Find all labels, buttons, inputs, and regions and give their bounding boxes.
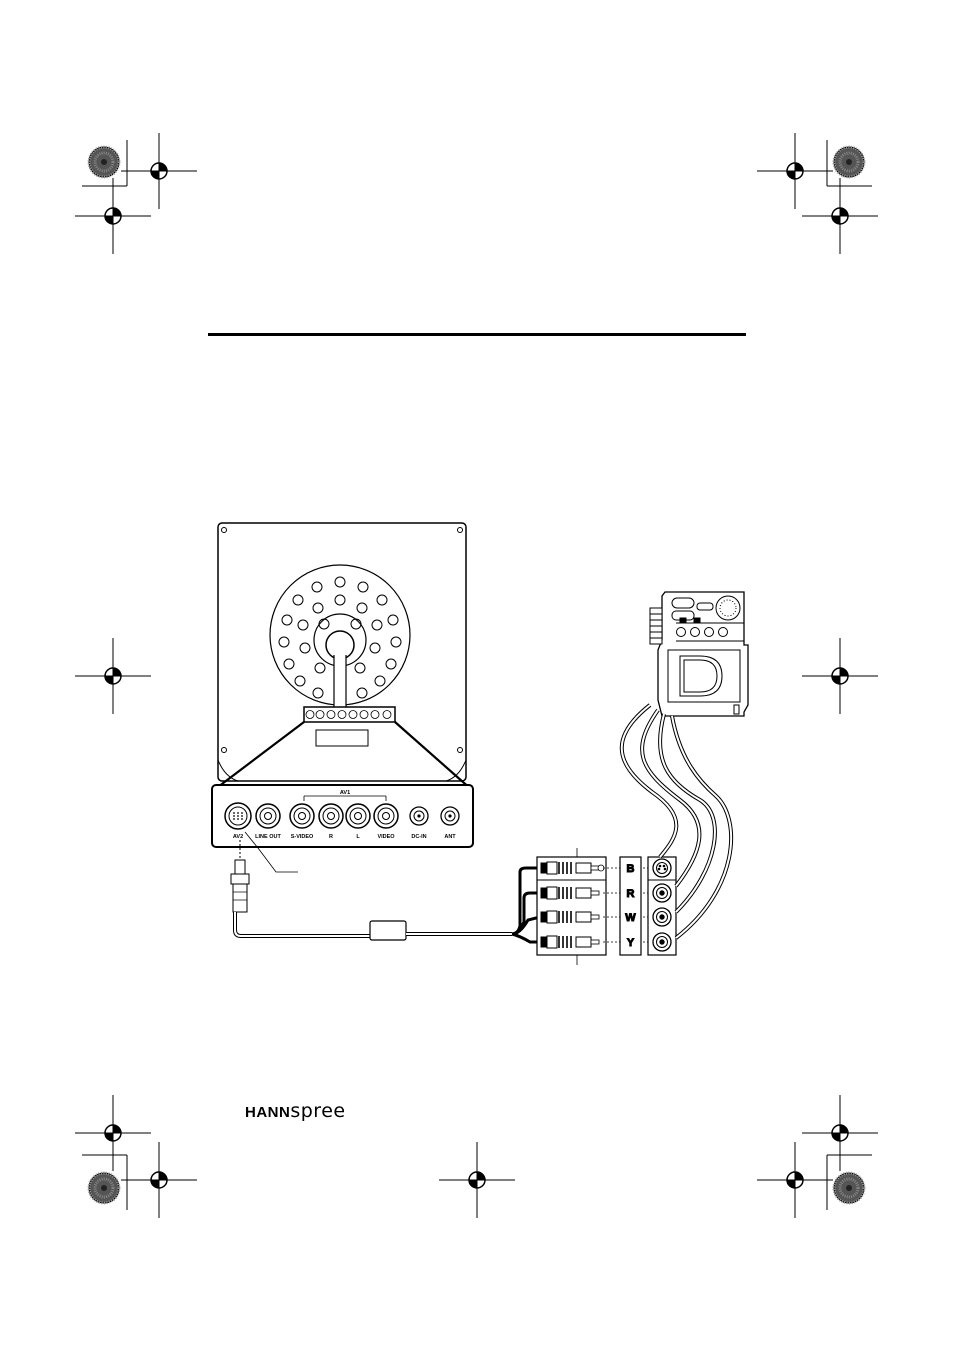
camcorder-jack [652, 883, 672, 903]
registration-mark-icon [74, 177, 152, 255]
camcorder-jack [652, 907, 672, 927]
registration-mark-icon [801, 177, 879, 255]
port-label: DC-IN [411, 834, 426, 840]
av2-plug [230, 831, 298, 913]
crop-marks [82, 140, 872, 1210]
starburst-target-icon [87, 1171, 121, 1205]
rca-plug [540, 910, 652, 924]
port-label: R [329, 834, 333, 840]
port-l: L [345, 803, 371, 840]
av-cable [233, 866, 541, 944]
tv-rear-illustration [213, 522, 473, 791]
camcorder-jack [652, 858, 672, 878]
plug-letter-b: B [627, 863, 635, 875]
rca-plug [540, 935, 652, 949]
port-label: AV2 [233, 834, 243, 840]
tv-connector-panel: AV1 AV2 LINE OUT S-VIDEO R L VIDEO DC-IN ANT [211, 784, 474, 848]
plug-letter-y: Y [627, 937, 635, 949]
camcorder-cables [619, 703, 734, 940]
rca-plug-rack: B RW Y [536, 848, 677, 965]
brand-logo-part2: spree [290, 1100, 346, 1122]
registration-mark-icon [801, 1094, 879, 1172]
av1-group-label: AV1 [340, 790, 350, 796]
port-label: L [356, 834, 360, 840]
plug-letter-r: R [627, 888, 635, 900]
brand-logo: HANNspree [245, 1100, 346, 1123]
brand-logo-part1: HANN [245, 1104, 291, 1121]
starburst-target-icon [87, 145, 121, 179]
registration-mark-icon [756, 1141, 834, 1219]
camcorder-jack [652, 932, 672, 952]
mini-ports [305, 710, 392, 719]
port-r: R [318, 803, 344, 840]
registration-mark-icon [438, 1141, 516, 1219]
registration-mark-icon [120, 1141, 198, 1219]
starburst-target-icon [832, 145, 866, 179]
registration-mark-icon [801, 637, 879, 715]
port-label: LINE OUT [255, 834, 281, 840]
port-s-video: S-VIDEO [289, 803, 315, 840]
port-line-out: LINE OUT [255, 803, 281, 840]
camcorder-illustration [649, 591, 749, 717]
plug-letter-w: W [625, 912, 636, 924]
registration-mark-icon [756, 132, 834, 210]
registration-mark-icon [120, 132, 198, 210]
port-ant: ANT [440, 806, 460, 840]
rca-plug [540, 861, 652, 875]
heading-rule [208, 333, 746, 336]
starburst-target-icon [832, 1171, 866, 1205]
registration-mark-icon [74, 637, 152, 715]
port-label: ANT [444, 834, 456, 840]
port-video: VIDEO [373, 803, 399, 840]
rca-plug [540, 886, 652, 900]
port-label: VIDEO [377, 834, 395, 840]
registration-mark-icon [74, 1094, 152, 1172]
port-dc-in: DC-IN [409, 806, 429, 840]
port-av2: AV2 [224, 802, 252, 840]
port-label: S-VIDEO [291, 834, 314, 840]
